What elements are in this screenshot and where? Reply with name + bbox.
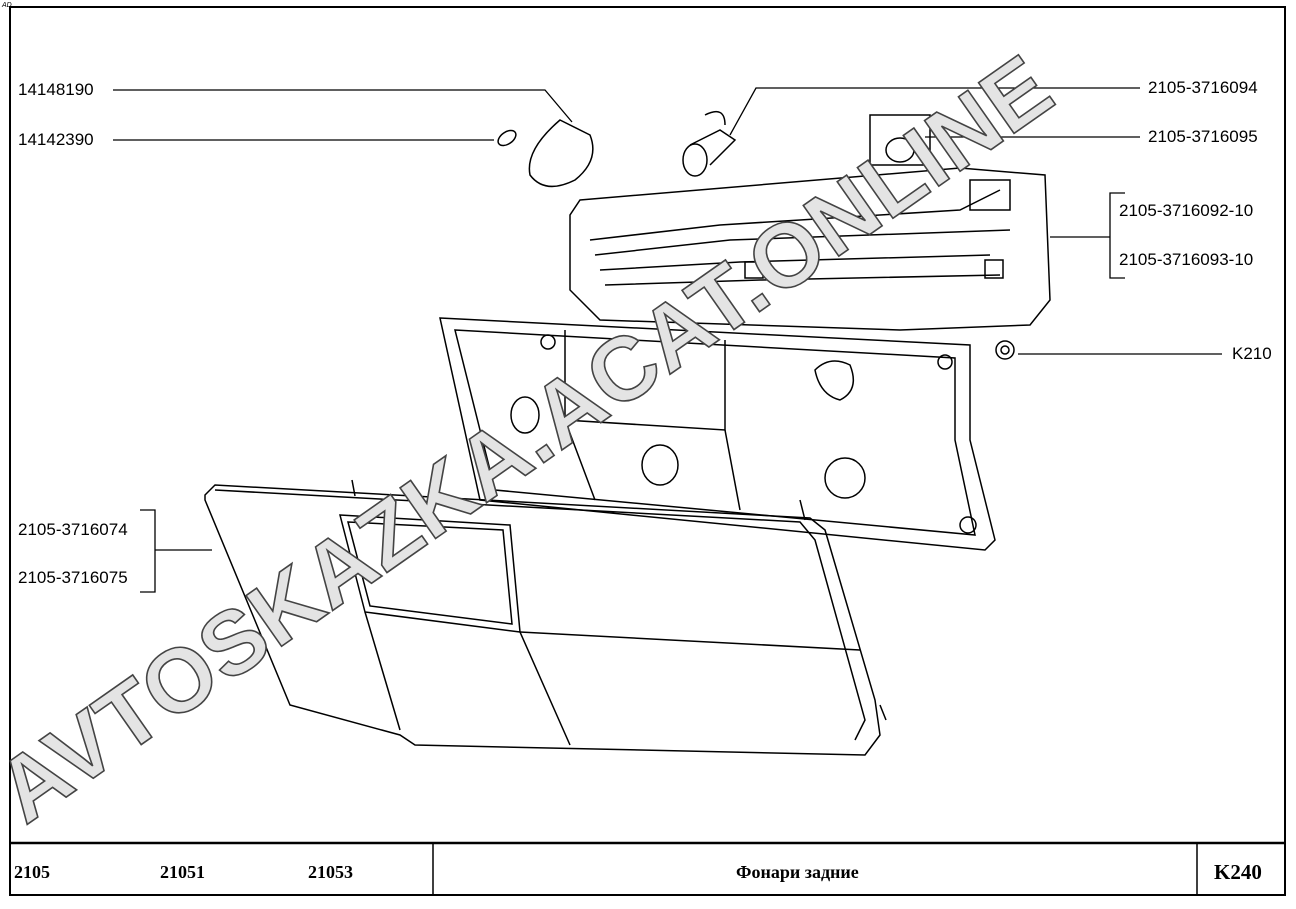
- callout-bulb-small: 14148190: [18, 80, 94, 100]
- callout-lens-left: 2105-3716074: [18, 520, 128, 540]
- bulb-wedge-drawing: [528, 119, 594, 188]
- corner-mark: AD: [2, 2, 12, 9]
- callout-board-left: 2105-3716092-10: [1119, 201, 1254, 221]
- callout-nut: K210: [1232, 344, 1272, 364]
- leader-lines: [113, 87, 1222, 593]
- footer-model: 21051: [160, 862, 205, 882]
- callout-socket-holder: 2105-3716095: [1148, 127, 1258, 147]
- socket-holder-drawing: [869, 114, 931, 166]
- footer-title: Фонари задние: [736, 862, 859, 882]
- footer-code: K240: [1214, 860, 1262, 884]
- callout-board-right: 2105-3716093-10: [1119, 250, 1254, 270]
- circuit-board-drawing: [569, 167, 1051, 331]
- footer-model: 21053: [308, 862, 353, 882]
- callout-socket: 2105-3716094: [1148, 78, 1258, 98]
- socket-drawing: [682, 110, 737, 177]
- callout-bulb-wedge: 14142390: [18, 130, 94, 150]
- callout-lens-right: 2105-3716075: [18, 568, 128, 588]
- lens-drawing: [204, 479, 887, 756]
- footer-model: 2105: [14, 862, 50, 882]
- nut-drawing: [995, 340, 1015, 360]
- bulb-small-drawing: [497, 129, 517, 147]
- frame-border: [9, 6, 1286, 896]
